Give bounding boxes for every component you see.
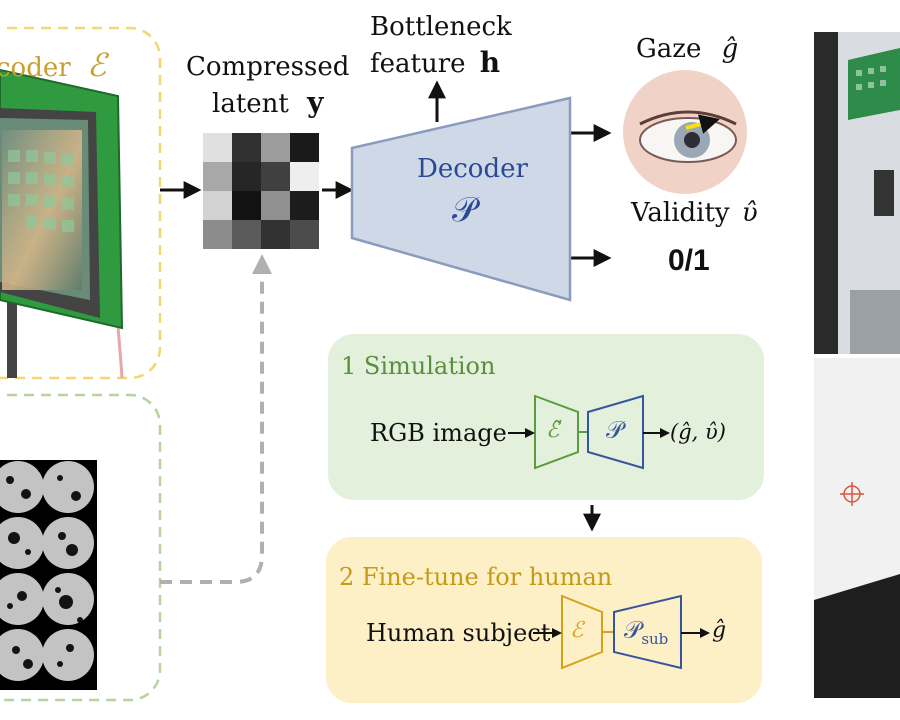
gaze-label: Gaze ĝ	[636, 34, 738, 64]
decoder-label: Decoder	[417, 154, 528, 184]
gaze-symbol: ĝ	[721, 34, 739, 64]
validity-symbol: υ̂	[741, 198, 758, 228]
encoder-symbol: ℰ	[86, 46, 107, 84]
latent-cell	[203, 220, 232, 249]
setup-photo-bottom	[814, 358, 900, 698]
latent-label-text: latent	[212, 89, 289, 119]
bottleneck-label-line1: Bottleneck	[370, 12, 512, 42]
stage2-decoder-letter: 𝒫	[624, 616, 642, 644]
latent-label-line2: latent y	[212, 86, 324, 120]
latent-cell	[261, 220, 290, 249]
latent-cell	[261, 133, 290, 162]
bottleneck-label-text: feature	[370, 49, 466, 79]
encoder-dashed-box	[0, 26, 162, 380]
validity-label-text: Validity	[631, 198, 730, 228]
stage2-output: ĝ	[712, 618, 727, 643]
stage2-title: 2 Fine-tune for human	[339, 563, 613, 591]
latent-cell	[290, 191, 319, 220]
latent-cell	[232, 220, 261, 249]
validity-value: 0/1	[668, 244, 710, 277]
latent-cell	[290, 162, 319, 191]
stage1-encoder-symbol: ℰ̃	[546, 418, 560, 443]
latent-cell	[261, 191, 290, 220]
encoder-device-illustration	[0, 68, 124, 379]
latent-grid	[203, 133, 319, 249]
latent-label-line1: Compressed	[186, 52, 350, 82]
latent-cell	[203, 133, 232, 162]
bottleneck-label-line2: feature h	[370, 46, 501, 80]
stage2-encoder-trapezoid	[561, 594, 603, 670]
latent-cell	[232, 162, 261, 191]
latent-cell	[261, 162, 290, 191]
bottleneck-symbol: h	[479, 46, 501, 79]
pattern-dashed-box	[0, 393, 162, 702]
stage1-output: (ĝ, υ̂)	[670, 420, 726, 444]
decoder-symbol: 𝒫	[452, 190, 477, 230]
encoder-label-text: coder	[0, 53, 71, 83]
latent-cell	[232, 191, 261, 220]
encoder-label: coder ℰ	[0, 49, 106, 83]
speckle-pattern-grid	[0, 460, 97, 690]
latent-cell	[290, 220, 319, 249]
stage1-decoder-symbol: 𝒫	[606, 416, 624, 444]
latent-cell	[203, 191, 232, 220]
stage2-input: Human subject	[366, 619, 551, 647]
gaze-label-text: Gaze	[636, 34, 702, 64]
stage1-title: 1 Simulation	[341, 352, 496, 380]
stage1-decoder-trapezoid	[587, 394, 644, 470]
stage2-decoder-symbol: 𝒫sub	[624, 616, 668, 648]
feedback-dashed-arrow	[160, 254, 272, 584]
stage2-encoder-symbol: ℰ	[570, 618, 584, 643]
stage2-decoder-trapezoid	[613, 594, 682, 670]
stage2-decoder-subscript: sub	[641, 630, 669, 648]
latent-cell	[232, 133, 261, 162]
stage1-input: RGB image	[370, 419, 507, 447]
latent-cell	[290, 133, 319, 162]
eye-photo	[623, 70, 747, 194]
latent-symbol: y	[307, 86, 324, 119]
latent-cell	[203, 162, 232, 191]
decoder-trapezoid	[350, 96, 572, 302]
stage1-encoder-trapezoid	[534, 394, 579, 470]
setup-photo-top	[814, 32, 900, 354]
validity-label: Validity υ̂	[631, 198, 758, 228]
